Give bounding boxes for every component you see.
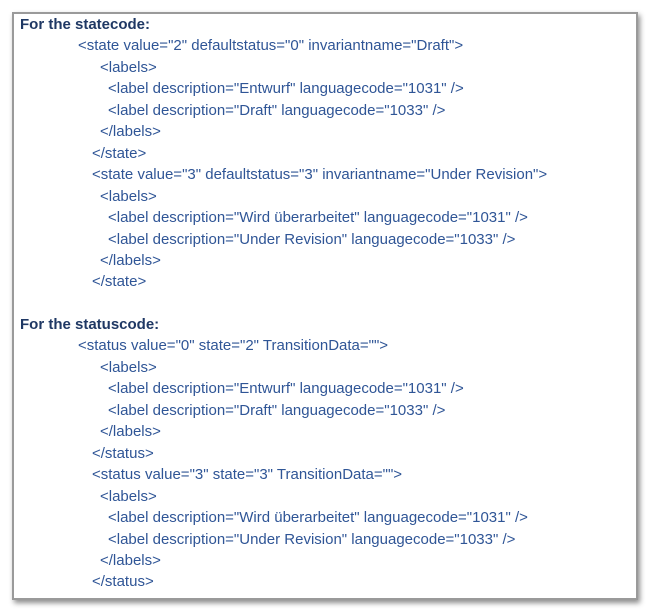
- xml-line: <label description="Under Revision" lang…: [108, 530, 516, 548]
- xml-line: <label description="Draft" languagecode=…: [108, 401, 446, 419]
- xml-line: <label description="Draft" languagecode=…: [108, 101, 446, 119]
- xml-line: <state value="2" defaultstatus="0" invar…: [78, 37, 464, 55]
- section-heading: For the statecode:: [20, 16, 151, 33]
- xml-line: <label description="Entwurf" languagecod…: [108, 80, 464, 98]
- xml-line: </labels>: [100, 423, 161, 441]
- xml-line: <labels>: [100, 487, 157, 505]
- xml-line: <status value="3" state="3" TransitionDa…: [92, 466, 403, 484]
- xml-line: <labels>: [100, 358, 157, 376]
- xml-line: <state value="3" defaultstatus="3" invar…: [92, 166, 548, 184]
- xml-line: </state>: [92, 144, 147, 162]
- xml-line: </status>: [92, 573, 154, 591]
- xml-line: </status>: [92, 444, 154, 462]
- section-heading: For the statuscode:: [20, 316, 160, 333]
- xml-line: <label description="Under Revision" lang…: [108, 230, 516, 248]
- xml-line: <label description="Wird überarbeitet" l…: [108, 509, 528, 527]
- document-frame: [12, 12, 638, 600]
- xml-line: <labels>: [100, 58, 157, 76]
- xml-line: </state>: [92, 273, 147, 291]
- xml-line: </labels>: [100, 251, 161, 269]
- xml-line: <label description="Wird überarbeitet" l…: [108, 209, 528, 227]
- xml-line: <label description="Entwurf" languagecod…: [108, 380, 464, 398]
- xml-line: </labels>: [100, 123, 161, 141]
- xml-line: </labels>: [100, 551, 161, 569]
- xml-line: <labels>: [100, 187, 157, 205]
- xml-line: <status value="0" state="2" TransitionDa…: [78, 337, 389, 355]
